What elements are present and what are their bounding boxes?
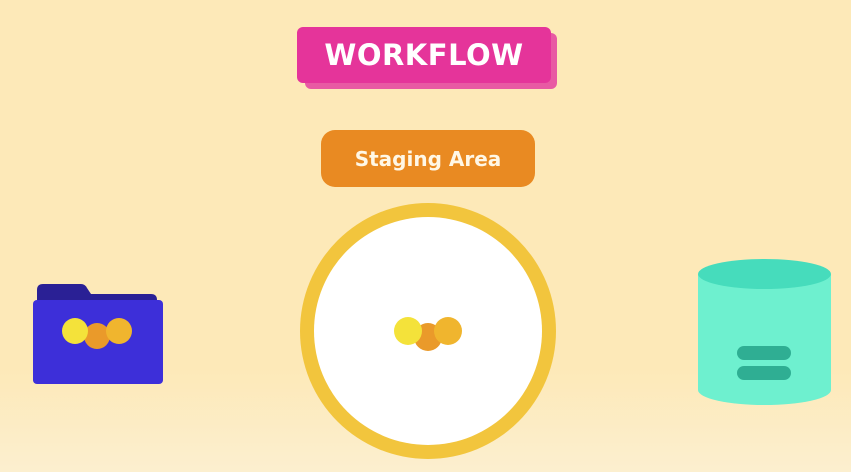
folder-dot-amber [106, 318, 132, 344]
folder-icon [33, 284, 163, 384]
staging-area-label: Staging Area [321, 130, 535, 187]
stage-dot-amber [434, 317, 462, 345]
database-top [698, 259, 831, 289]
staging-circle-inner [314, 217, 542, 445]
database-bar-1 [737, 346, 791, 360]
title-badge: WORKFLOW [297, 27, 551, 83]
stage-dot-yellow [394, 317, 422, 345]
database-bar-2 [737, 366, 791, 380]
database-icon [698, 259, 831, 405]
folder-dot-orange [84, 323, 110, 349]
staging-circle [300, 203, 556, 459]
database-bottom [698, 375, 831, 405]
title-badge-wrapper: WORKFLOW [297, 27, 559, 91]
folder-dot-yellow [62, 318, 88, 344]
